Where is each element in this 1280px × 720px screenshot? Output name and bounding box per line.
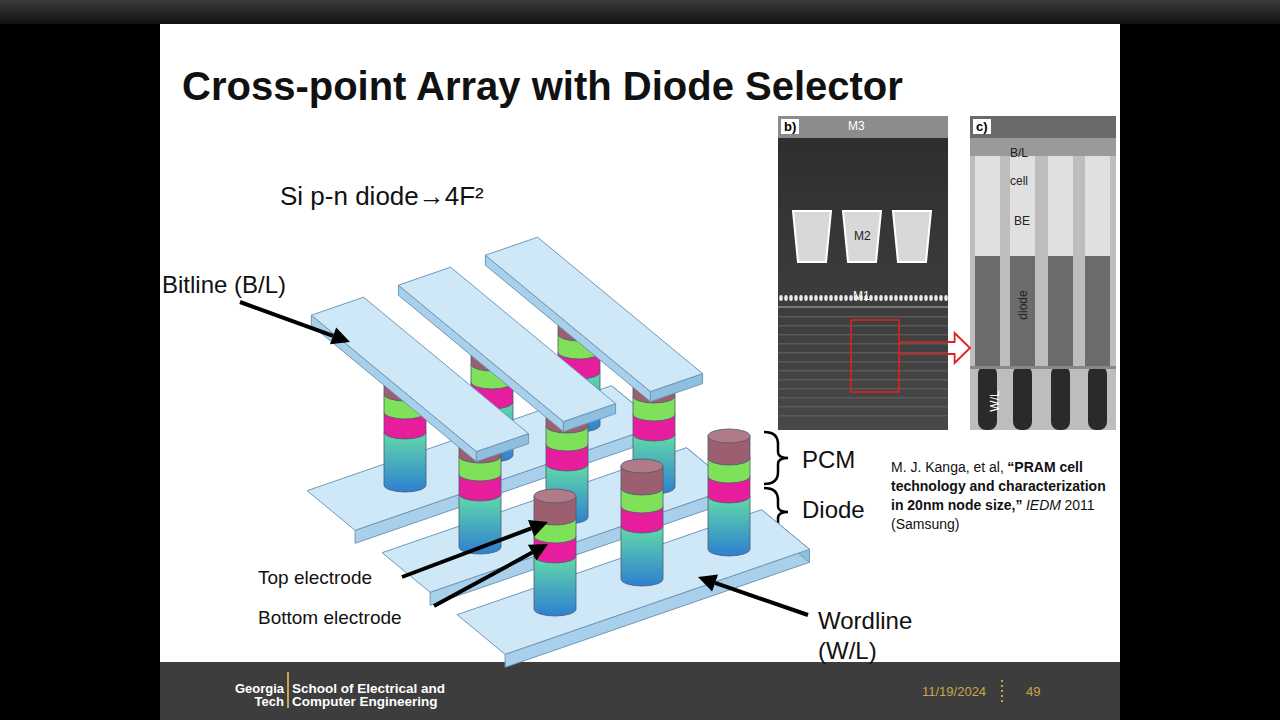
citation-part: IEDM bbox=[1026, 497, 1061, 513]
layer-label: BE bbox=[1014, 214, 1030, 228]
footer-date: 11/19/2024 bbox=[922, 684, 986, 699]
zoom-region bbox=[851, 320, 899, 392]
layer-label: B/L bbox=[1010, 146, 1028, 160]
tem-zoom-panel: c) B/L cellBE diodeW/L bbox=[970, 116, 1116, 430]
pillar-top bbox=[708, 429, 750, 443]
logo-divider bbox=[287, 672, 289, 708]
bitline-bar bbox=[485, 237, 702, 401]
cell-size-note: Si p-n diode→4F² bbox=[280, 181, 484, 212]
diode-label: Diode bbox=[802, 496, 865, 524]
citation-part: M. J. Kanga, et al, bbox=[891, 459, 1004, 475]
pillar-top bbox=[621, 459, 663, 473]
diode-segment bbox=[708, 496, 750, 556]
diode-segment bbox=[534, 556, 576, 616]
top-electrode-label: Top electrode bbox=[258, 567, 372, 589]
wordline-pointer bbox=[698, 574, 808, 615]
slide-title: Cross-point Array with Diode Selector bbox=[182, 64, 903, 109]
citation: M. J. Kanga, et al,“PRAM cell technology… bbox=[891, 458, 1117, 534]
pcm-label: PCM bbox=[802, 446, 855, 474]
page-number: 49 bbox=[1026, 684, 1040, 699]
tem-panel: b) M3M2M1 bbox=[778, 116, 948, 430]
pillar-top bbox=[534, 489, 576, 503]
bitline-label: Bitline (B/L) bbox=[162, 271, 286, 299]
pcm-pillar bbox=[708, 429, 750, 556]
panel-image bbox=[778, 116, 948, 430]
bitline-pointer bbox=[240, 302, 350, 344]
diode-segment bbox=[384, 432, 426, 492]
layer-label: M3 bbox=[848, 119, 865, 133]
layer-label: M2 bbox=[854, 229, 871, 243]
top-strip bbox=[0, 0, 1280, 24]
panel-tag: c) bbox=[973, 119, 991, 134]
school-name: School of Electrical and Computer Engine… bbox=[292, 682, 474, 708]
layer-label: M1 bbox=[853, 289, 870, 303]
top-electrode-pointer bbox=[402, 520, 548, 577]
wordline-bar bbox=[457, 510, 809, 668]
diode-segment bbox=[621, 526, 663, 586]
bottom-electrode-pointer bbox=[434, 544, 548, 606]
panel-tag: b) bbox=[781, 119, 799, 134]
diode-segment bbox=[459, 494, 501, 554]
wordline-label: Wordline (W/L) bbox=[818, 606, 936, 666]
footer-separator bbox=[1001, 680, 1003, 704]
panel-image bbox=[970, 116, 1116, 430]
pcm-brace bbox=[764, 432, 788, 484]
logo-text: Georgia Tech bbox=[214, 682, 284, 708]
bottom-electrode-label: Bottom electrode bbox=[258, 607, 402, 629]
layer-label: W/L bbox=[988, 390, 1002, 411]
layer-label: cell bbox=[1010, 174, 1028, 188]
zoom-arrow bbox=[948, 333, 970, 363]
layer-label: diode bbox=[1016, 290, 1030, 319]
pcm-pillar bbox=[621, 459, 663, 586]
